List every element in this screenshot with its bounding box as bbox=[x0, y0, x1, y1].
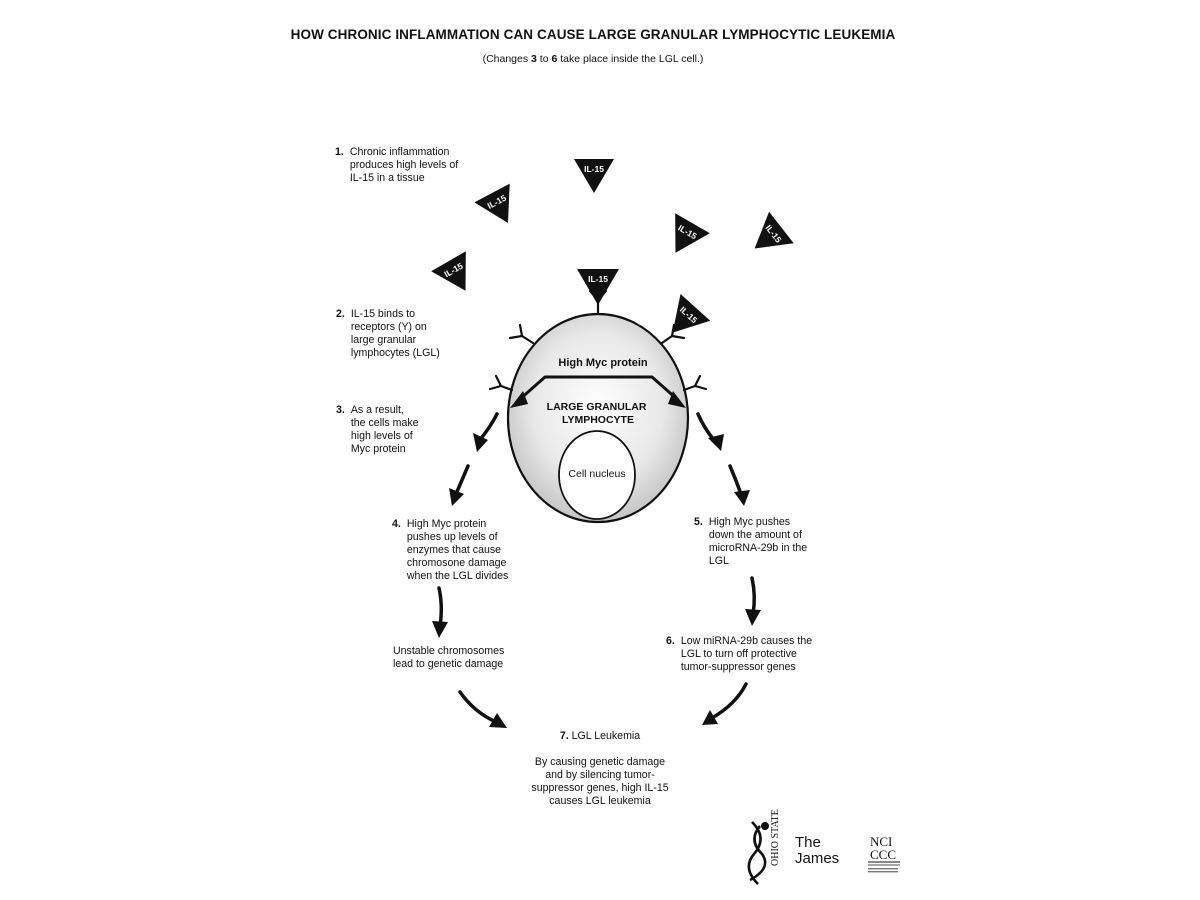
flow-arrow-left-2 bbox=[454, 464, 470, 496]
receptor-upper-right bbox=[660, 323, 686, 345]
flow-arrowhead-left-3 bbox=[432, 621, 448, 638]
flow-arrowhead-left-4 bbox=[489, 713, 507, 728]
nci-ccc-logo: NCI CCC bbox=[868, 834, 900, 873]
flow-arrowhead-right-3 bbox=[745, 609, 761, 626]
flow-arrow-right-1 bbox=[696, 412, 716, 442]
svg-text:CCC: CCC bbox=[870, 847, 896, 862]
svg-text:NCI: NCI bbox=[870, 834, 892, 849]
flow-arrow-right-3 bbox=[750, 576, 757, 616]
flow-arrow-right-4 bbox=[710, 682, 748, 720]
flow-arrowhead-right-4 bbox=[702, 710, 718, 725]
cell-nucleus bbox=[558, 430, 636, 520]
il15-molecule-bound-top: IL-15 bbox=[577, 269, 619, 305]
svg-text:IL-15: IL-15 bbox=[584, 164, 604, 174]
flow-arrow-right-2 bbox=[728, 464, 743, 496]
flow-arrowhead-right-2 bbox=[734, 490, 750, 506]
il15-molecule-far-right: IL-15 bbox=[754, 211, 794, 249]
flow-arrowhead-right-1 bbox=[708, 434, 724, 451]
osu-james-logo: OHIO STATE bbox=[747, 809, 781, 885]
flow-arrow-left-3 bbox=[437, 586, 444, 628]
step-4: 4.High Myc protein pushes up levels of e… bbox=[392, 518, 509, 582]
il15-molecule-bound-right: IL-15 bbox=[672, 293, 711, 333]
step-3: 3.As a result, the cells make high level… bbox=[336, 404, 419, 455]
svg-text:IL-15: IL-15 bbox=[588, 274, 608, 284]
myc-arrowhead-right bbox=[668, 391, 686, 408]
myc-arrowhead-left bbox=[510, 391, 528, 408]
step-7: 7. LGL Leukemia By causing genetic damag… bbox=[531, 730, 669, 807]
figure-head-icon bbox=[761, 822, 769, 830]
osu-wordmark: OHIO STATE bbox=[770, 809, 781, 866]
nucleus-label: Cell nucleus bbox=[568, 468, 625, 480]
il15-molecule-top: IL-15 bbox=[574, 159, 614, 193]
myc-split-arrow bbox=[518, 375, 679, 402]
diagram-subtitle: (Changes 3 to 6 take place inside the LG… bbox=[482, 53, 704, 65]
flow-arrowhead-left-1 bbox=[473, 433, 488, 452]
il15-molecule-left: IL-15 bbox=[431, 251, 466, 291]
receptor-upper-left bbox=[508, 323, 535, 345]
flow-arrow-left-4 bbox=[458, 690, 498, 724]
myc-protein-label: High Myc protein bbox=[558, 357, 648, 369]
il15-molecule-center-right: IL-15 bbox=[675, 213, 710, 253]
the-james-wordmark: The James bbox=[795, 834, 840, 867]
il15-molecule-upper-left: IL-15 bbox=[474, 183, 510, 224]
unstable-chromosomes-text: Unstable chromosomes lead to genetic dam… bbox=[393, 645, 505, 670]
diagram-title: HOW CHRONIC INFLAMMATION CAN CAUSE LARGE… bbox=[290, 27, 896, 42]
step-2: 2.IL-15 binds to receptors (Y) on large … bbox=[336, 308, 440, 359]
step-5: 5.High Myc pushes down the amount of mic… bbox=[694, 516, 808, 567]
dna-helix-icon bbox=[747, 821, 767, 885]
flow-arrowhead-left-2 bbox=[449, 488, 464, 506]
receptor-mid-right bbox=[682, 374, 708, 392]
step-1: 1.Chronic inflammation produces high lev… bbox=[335, 146, 459, 184]
receptor-mid-left bbox=[488, 374, 514, 392]
cell-label: LARGE GRANULAR LYMPHOCYTE bbox=[547, 401, 650, 426]
step-6: 6.Low miRNA-29b causes the LGL to turn o… bbox=[666, 635, 813, 673]
